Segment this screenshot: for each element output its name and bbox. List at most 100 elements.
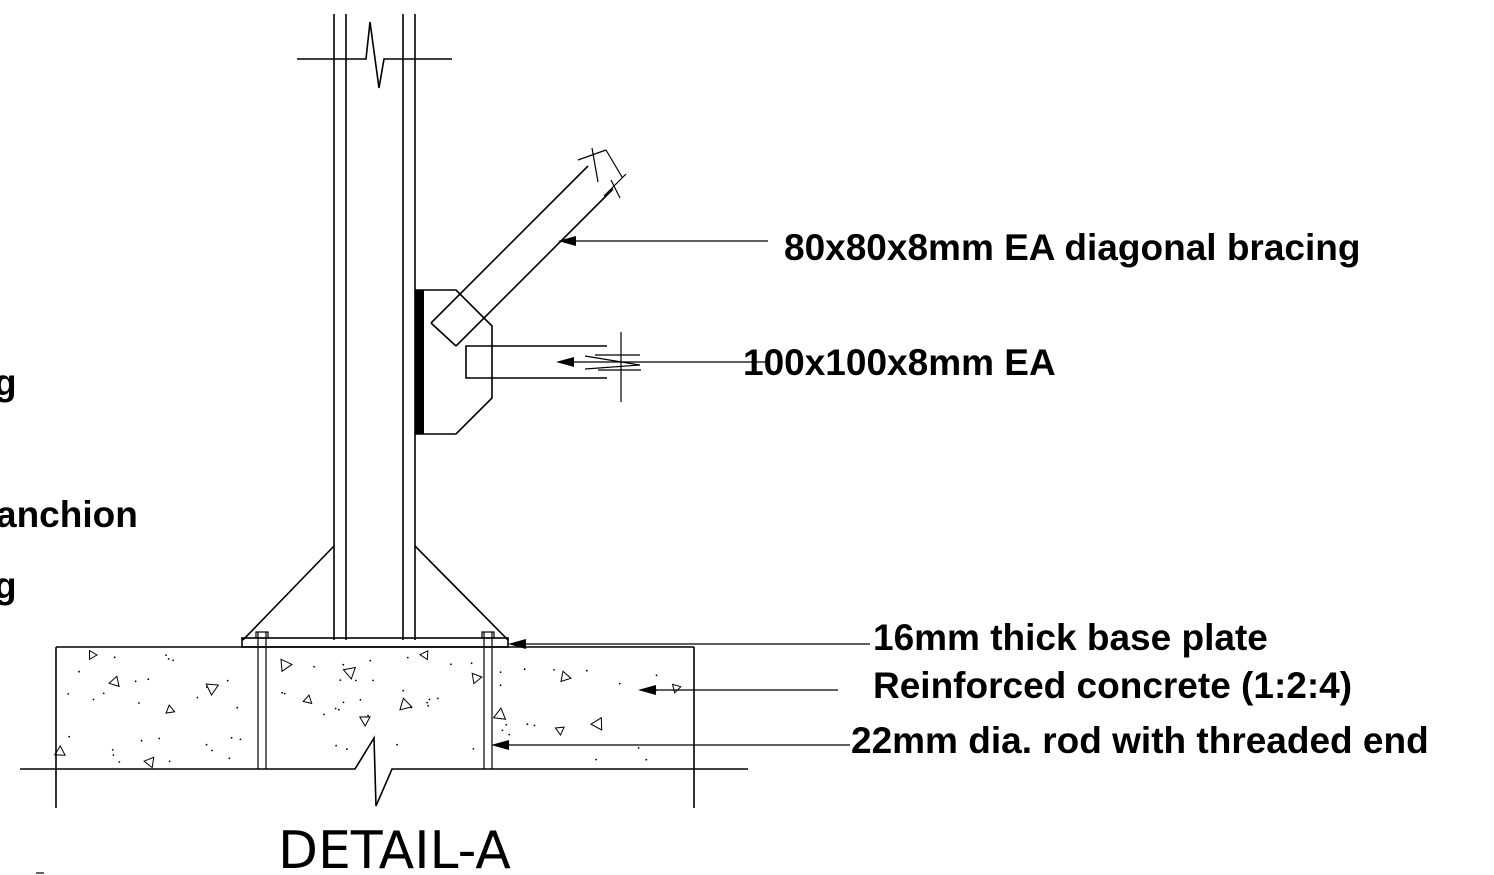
aggregate-dot (508, 733, 511, 736)
aggregate-dot (313, 665, 315, 668)
aggregate-triangle (53, 745, 66, 756)
aggregate-dot (172, 659, 175, 662)
aggregate-dot (655, 674, 658, 677)
aggregate-dot (226, 679, 229, 682)
aggregate-dot (147, 678, 150, 681)
aggregate-dot (470, 662, 473, 665)
aggregate-dot (450, 663, 452, 666)
aggregate-triangle (399, 697, 413, 711)
aggregate-dot (168, 760, 171, 763)
aggregate-dot (369, 659, 372, 662)
aggregate-triangle (143, 756, 155, 769)
aggregate-dot (410, 706, 413, 709)
stanchion-column (297, 14, 452, 640)
aggregate-dot (92, 698, 95, 701)
aggregate-dot (499, 684, 502, 687)
aggregate-dot (402, 689, 405, 692)
aggregate-dot (428, 698, 431, 701)
aggregate-triangle (165, 704, 176, 714)
aggregate-dot (283, 692, 286, 695)
aggregate-triangle (280, 658, 294, 673)
label-anchor-rod: 22mm dia. rod with threaded end (851, 720, 1429, 761)
aggregate-dot (585, 669, 588, 672)
aggregate-dot (165, 654, 167, 656)
aggregate-dot (533, 724, 536, 727)
aggregate-triangle (89, 649, 98, 661)
leader-lines (491, 236, 870, 750)
aggregate-dot (645, 758, 648, 761)
base-plate (241, 637, 509, 648)
aggregate-dot (342, 701, 345, 704)
label-concrete: Reinforced concrete (1:2:4) (873, 665, 1352, 706)
detail-title: DETAIL-A (278, 821, 511, 875)
concrete-footing (20, 646, 748, 808)
aggregate-dot (118, 761, 121, 763)
aggregate-dot (427, 704, 430, 707)
aggregate-dot (140, 739, 143, 742)
aggregate-triangle (560, 670, 572, 683)
aggregate-dot (523, 668, 526, 671)
aggregate-dot (281, 691, 283, 694)
aggregate-triangle (302, 694, 313, 705)
label-base-plate: 16mm thick base plate (873, 617, 1268, 658)
aggregate-triangle (554, 726, 565, 736)
aggregate-dot (337, 708, 340, 711)
aggregate-dot (637, 747, 640, 749)
aggregate-triangle (205, 683, 220, 696)
horizontal-member (465, 332, 641, 402)
aggregate-triangle (419, 649, 429, 661)
cut-off-label-2: anchion (0, 494, 138, 535)
aggregate-triangle (671, 683, 682, 694)
aggregate-dot (68, 735, 71, 738)
aggregate-triangle (590, 716, 603, 731)
aggregate-dot (526, 723, 529, 726)
aggregate-dot (472, 748, 475, 750)
aggregate-dot (367, 714, 369, 717)
aggregate-dot (396, 743, 398, 746)
aggregate-dot (426, 701, 429, 704)
aggregate-dot (205, 686, 208, 688)
aggregate-dot (436, 697, 439, 700)
aggregate-dot (505, 724, 508, 726)
column-break-symbol (297, 21, 452, 89)
aggregate-dot (239, 738, 242, 741)
aggregate-dot (230, 736, 233, 739)
aggregate-dot (196, 696, 199, 699)
gusset-plate (415, 289, 493, 435)
weld-hatch (415, 290, 424, 434)
aggregate-triangle (492, 707, 507, 720)
aggregate-dot (406, 656, 409, 659)
aggregate-dot (134, 680, 137, 683)
aggregate-dot (236, 706, 239, 709)
concrete-aggregate-marks (53, 649, 682, 769)
aggregate-triangle (342, 666, 357, 680)
aggregate-dot (501, 729, 504, 732)
aggregate-dot (211, 749, 213, 752)
cut-off-label-3: g (0, 565, 17, 606)
aggregate-dot (372, 679, 374, 682)
aggregate-dot (618, 682, 621, 685)
label-diagonal-bracing: 80x80x8mm EA diagonal bracing (784, 227, 1360, 268)
aggregate-dot (323, 713, 325, 716)
base-stiffeners (242, 545, 509, 641)
aggregate-dot (553, 668, 555, 671)
aggregate-dot (158, 737, 161, 740)
aggregate-dot (113, 656, 116, 659)
cut-off-label-1: g (0, 362, 17, 403)
aggregate-dot (111, 749, 114, 751)
aggregate-dot (346, 748, 348, 751)
aggregate-dot (112, 754, 115, 756)
aggregate-dot (342, 663, 345, 666)
aggregate-dot (335, 744, 337, 747)
label-horizontal-member: 100x100x8mm EA (743, 342, 1056, 383)
aggregate-dot (78, 670, 80, 673)
aggregate-triangle (358, 716, 371, 728)
aggregate-dot (167, 658, 170, 660)
aggregate-dot (595, 758, 598, 761)
aggregate-dot (334, 707, 337, 710)
aggregate-triangle (108, 675, 120, 688)
aggregate-dot (102, 692, 105, 695)
aggregate-dot (67, 693, 70, 695)
aggregate-dot (205, 743, 208, 746)
